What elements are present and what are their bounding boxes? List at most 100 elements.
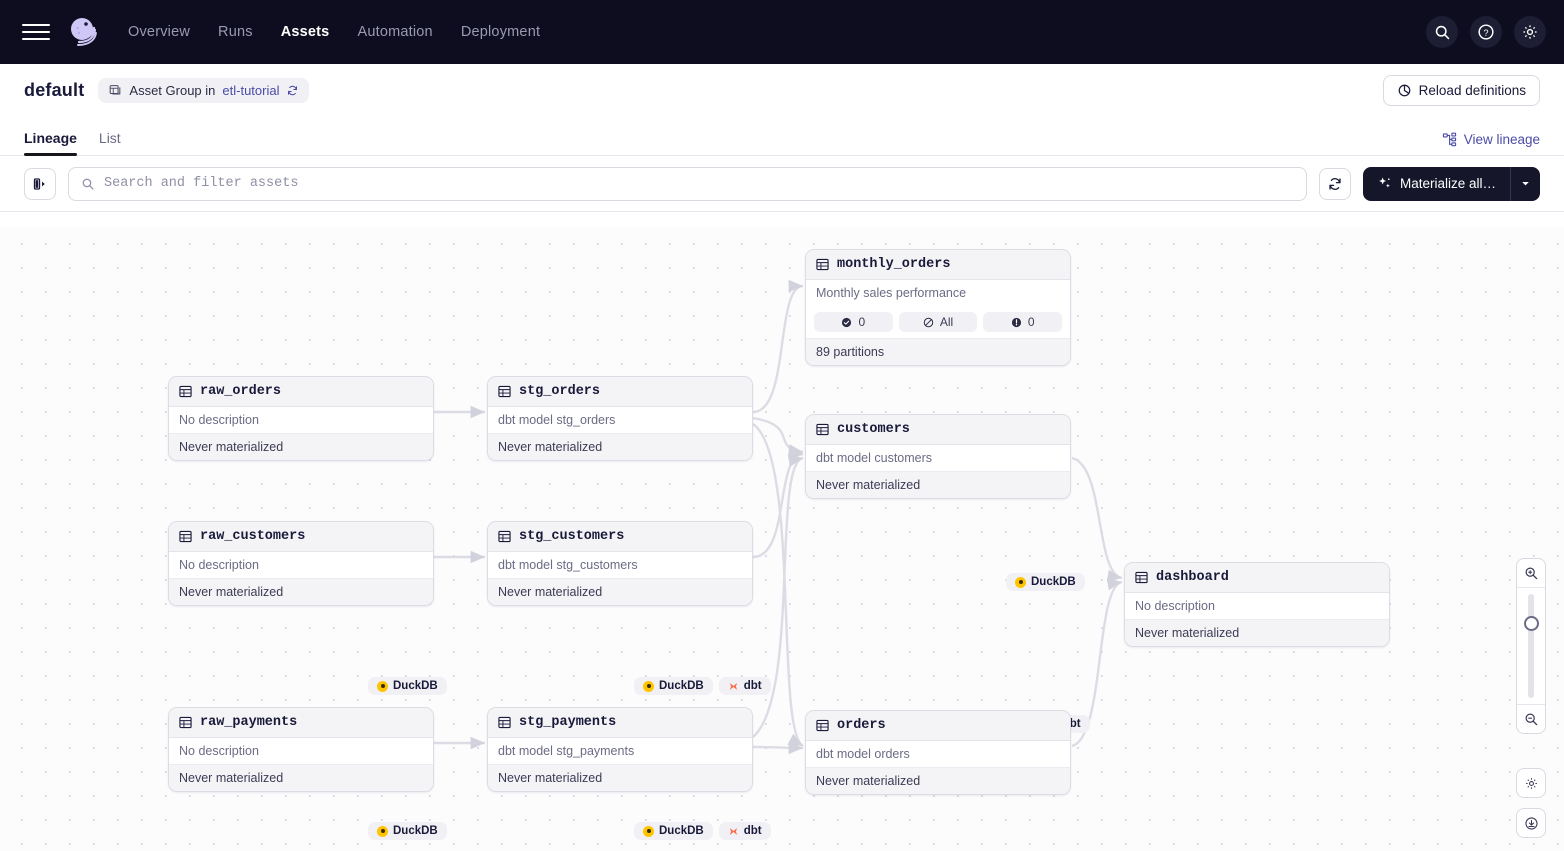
zoom-slider[interactable] xyxy=(1517,587,1545,705)
asset-node-description: No description xyxy=(1125,593,1389,619)
nav-link-assets[interactable]: Assets xyxy=(280,24,330,40)
tag-label: DuckDB xyxy=(393,680,438,692)
tag-dbt[interactable]: dbt xyxy=(718,822,771,840)
tag-duckdb[interactable]: DuckDB xyxy=(634,822,713,840)
svg-text:?: ? xyxy=(1483,28,1488,38)
table-icon xyxy=(498,385,511,398)
asset-node-status: Never materialized xyxy=(169,433,433,460)
refresh-graph-button[interactable] xyxy=(1318,167,1351,200)
exclamation-circle-icon xyxy=(1011,317,1021,327)
gear-icon xyxy=(1525,777,1537,789)
reload-definitions-button[interactable]: Reload definitions xyxy=(1382,75,1540,106)
asset-node-status: Never materialized xyxy=(169,764,433,791)
tag-duckdb[interactable]: DuckDB xyxy=(368,822,447,840)
asset-node-header: stg_customers xyxy=(488,522,752,552)
nav-link-automation[interactable]: Automation xyxy=(357,24,433,40)
asset-node-header: raw_orders xyxy=(169,377,433,407)
materialize-all-label: Materialize all… xyxy=(1399,176,1496,191)
zoom-in-icon[interactable] xyxy=(1517,559,1545,587)
hamburger-icon[interactable] xyxy=(22,18,50,46)
asset-node-orders[interactable]: orders dbt model orders Never materializ… xyxy=(805,710,1071,795)
view-lineage-link[interactable]: View lineage xyxy=(1442,132,1540,147)
partition-chip-failed[interactable]: 0 xyxy=(983,312,1063,332)
asset-node-tags-raw_orders: DuckDB xyxy=(368,677,447,695)
asset-group-badge[interactable]: Asset Group in etl-tutorial xyxy=(98,77,310,103)
panel-expand-icon[interactable] xyxy=(24,167,56,200)
asset-node-stg_orders[interactable]: stg_orders dbt model stg_orders Never ma… xyxy=(487,376,753,461)
partition-chip-label: 0 xyxy=(1027,315,1035,329)
asset-node-tags-raw_customers: DuckDB xyxy=(368,822,447,840)
asset-node-stg_customers[interactable]: stg_customers dbt model stg_customers Ne… xyxy=(487,521,753,606)
help-icon[interactable]: ? xyxy=(1470,16,1502,48)
duckdb-icon xyxy=(643,680,654,692)
asset-node-tags-monthly_orders: DuckDB xyxy=(1006,573,1085,591)
table-icon xyxy=(498,530,511,543)
graph-settings-button[interactable] xyxy=(1516,768,1546,798)
page-header: default Asset Group in etl-tutorial Relo… xyxy=(0,64,1564,116)
materialize-all-button-group[interactable]: Materialize all… xyxy=(1362,166,1540,201)
partition-chip-materialized[interactable]: 0 xyxy=(814,312,893,332)
materialize-all-button[interactable]: Materialize all… xyxy=(1363,167,1510,201)
refresh-icon xyxy=(288,85,298,95)
asset-node-customers[interactable]: customers dbt model customers Never mate… xyxy=(805,414,1071,499)
table-icon xyxy=(498,716,511,729)
partition-status-chips: 0 All 0 xyxy=(806,306,1070,338)
tag-dbt[interactable]: dbt xyxy=(718,677,771,695)
partition-chip-missing[interactable]: All xyxy=(898,312,978,332)
table-icon xyxy=(816,719,829,732)
graph-download-button[interactable] xyxy=(1516,808,1546,838)
search-icon[interactable] xyxy=(1426,16,1458,48)
asset-node-header: monthly_orders xyxy=(806,250,1070,280)
search-input[interactable] xyxy=(104,176,1294,191)
asset-node-stg_payments[interactable]: stg_payments dbt model stg_payments Neve… xyxy=(487,707,753,792)
zoom-slider-track xyxy=(1528,594,1534,698)
partition-chip-label: 0 xyxy=(858,315,866,329)
zoom-control-group[interactable] xyxy=(1516,558,1546,734)
asset-node-description: Monthly sales performance xyxy=(806,280,1070,306)
duckdb-icon xyxy=(643,825,654,837)
asset-node-status: Never materialized xyxy=(806,767,1070,794)
tab-bar: Lineage List View lineage xyxy=(0,116,1564,156)
asset-graph-canvas[interactable]: raw_orders No description Never material… xyxy=(0,226,1564,851)
gear-icon[interactable] xyxy=(1514,16,1546,48)
asset-node-title: customers xyxy=(837,422,910,437)
asset-group-badge-link[interactable]: etl-tutorial xyxy=(222,82,280,98)
asset-node-title: raw_orders xyxy=(200,384,282,399)
zoom-slider-thumb[interactable] xyxy=(1523,616,1539,631)
tag-label: dbt xyxy=(743,680,762,692)
asset-node-dashboard[interactable]: dashboard No description Never materiali… xyxy=(1124,562,1390,647)
dagster-logo[interactable] xyxy=(62,11,104,53)
search-and-filter-assets[interactable] xyxy=(68,166,1307,201)
asset-node-status: Never materialized xyxy=(169,578,433,605)
nav-link-overview[interactable]: Overview xyxy=(128,24,191,40)
asset-node-description: dbt model orders xyxy=(806,741,1070,767)
zoom-out-icon[interactable] xyxy=(1517,705,1545,733)
asset-node-raw_customers[interactable]: raw_customers No description Never mater… xyxy=(168,521,434,606)
chevron-down-icon[interactable] xyxy=(1510,166,1540,201)
lineage-icon xyxy=(1442,132,1456,147)
view-lineage-label: View lineage xyxy=(1463,132,1540,147)
asset-node-title: raw_customers xyxy=(200,529,306,544)
tab-lineage[interactable]: Lineage xyxy=(24,130,77,156)
asset-node-raw_payments[interactable]: raw_payments No description Never materi… xyxy=(168,707,434,792)
download-icon xyxy=(1524,816,1538,830)
graph-edges xyxy=(434,279,1123,755)
nav-link-runs[interactable]: Runs xyxy=(218,24,253,40)
nav-link-deployment[interactable]: Deployment xyxy=(460,24,541,40)
asset-node-header: raw_customers xyxy=(169,522,433,552)
table-icon xyxy=(179,385,192,398)
asset-node-header: customers xyxy=(806,415,1070,445)
page-title: default xyxy=(24,79,85,100)
asset-node-monthly_orders[interactable]: monthly_orders Monthly sales performance… xyxy=(805,249,1071,366)
tag-duckdb[interactable]: DuckDB xyxy=(368,677,447,695)
tab-list[interactable]: List xyxy=(98,130,121,146)
asset-node-raw_orders[interactable]: raw_orders No description Never material… xyxy=(168,376,434,461)
asset-node-partitions: 89 partitions xyxy=(806,338,1070,365)
tag-duckdb[interactable]: DuckDB xyxy=(1006,573,1085,591)
asset-node-header: raw_payments xyxy=(169,708,433,738)
duckdb-icon xyxy=(1015,576,1026,588)
tag-duckdb[interactable]: DuckDB xyxy=(634,677,713,695)
asset-node-title: raw_payments xyxy=(200,715,298,730)
asset-node-description: No description xyxy=(169,552,433,578)
asset-node-header: dashboard xyxy=(1125,563,1389,593)
